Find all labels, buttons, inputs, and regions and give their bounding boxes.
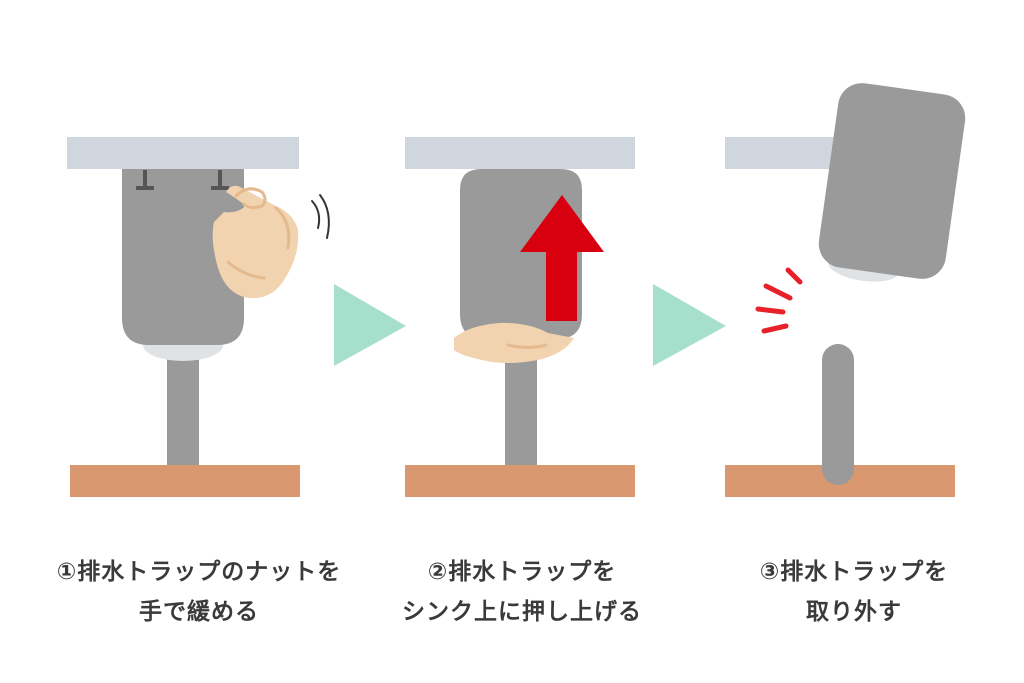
hand-pushing-icon [454, 322, 574, 363]
step1-caption: ①排水トラップのナットを 手で緩める [39, 552, 359, 632]
impact-lines [755, 267, 803, 334]
next-step-arrow-2 [653, 284, 726, 366]
floor-board [70, 465, 300, 497]
step1-caption-line1: ①排水トラップのナットを [56, 559, 342, 585]
trap-body [122, 169, 244, 345]
step1-caption-line2: 手で緩める [139, 599, 259, 625]
drain-pipe [505, 330, 537, 485]
step2-caption-line1: ②排水トラップを [427, 559, 617, 585]
drain-pipe [167, 330, 199, 485]
step2-illustration [405, 137, 635, 497]
sink-bottom [405, 137, 635, 169]
sink-bottom [67, 137, 299, 169]
removed-trap [818, 83, 966, 282]
drain-pipe [822, 344, 854, 485]
step3-caption-line1: ③排水トラップを [759, 559, 949, 585]
push-up-arrow-icon [520, 195, 604, 321]
step2-caption: ②排水トラップを シンク上に押し上げる [362, 552, 682, 632]
step3-caption: ③排水トラップを 取り外す [694, 552, 1014, 632]
next-step-arrow-1 [334, 284, 406, 366]
hand-turning-icon [212, 185, 299, 299]
step1-illustration [67, 137, 330, 497]
motion-lines [311, 194, 330, 239]
screw-right [211, 170, 229, 190]
screw-left [136, 170, 154, 190]
step3-illustration [725, 83, 966, 497]
step3-caption-line2: 取り外す [806, 599, 902, 625]
step2-caption-line2: シンク上に押し上げる [402, 599, 642, 625]
floor-board [405, 465, 635, 497]
